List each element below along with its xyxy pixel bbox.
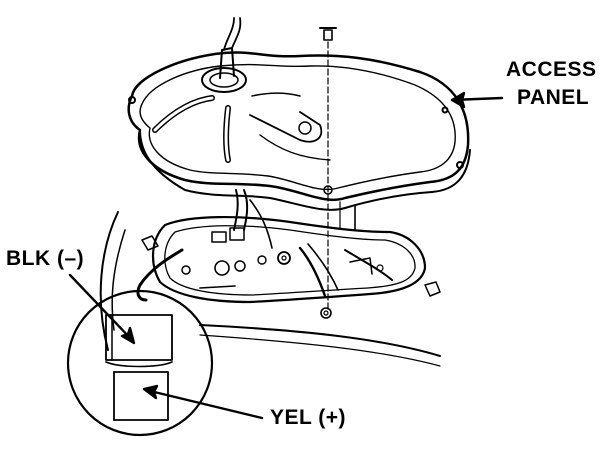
connector-wire — [136, 248, 184, 302]
leader-arrows — [68, 91, 504, 420]
panel-screw — [319, 27, 337, 319]
access-panel-label-line2: PANEL — [517, 86, 590, 109]
yel-terminal-label: YEL (+) — [270, 406, 347, 429]
housing-opening — [141, 189, 441, 304]
access-panel-label-line1: ACCESS — [506, 58, 597, 81]
body-outline — [99, 211, 441, 367]
blk-terminal-label: BLK (–) — [6, 247, 85, 270]
access-panel — [127, 17, 471, 211]
connector-detail-circle — [66, 289, 214, 437]
